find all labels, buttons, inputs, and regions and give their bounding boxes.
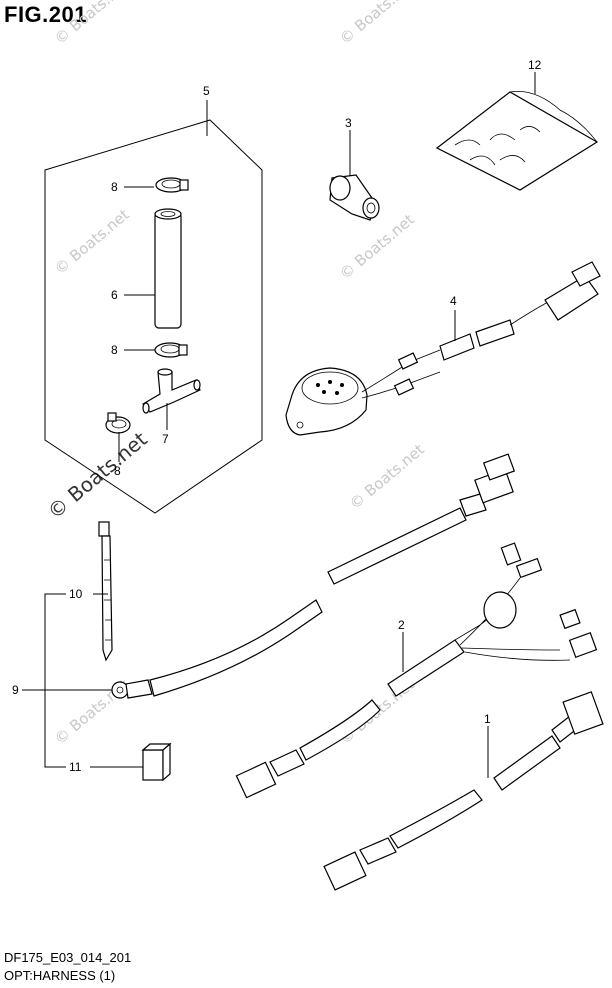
hose-6 — [154, 208, 182, 329]
callout-2: 2 — [398, 618, 405, 632]
callout-11: 11 — [69, 760, 82, 774]
watermark: © Boats.net — [346, 440, 428, 513]
clamp-8-top — [155, 177, 189, 193]
connector-cap-11 — [141, 742, 172, 782]
grommet-3 — [329, 174, 380, 221]
callout-1: 1 — [484, 712, 491, 726]
watermark: © Boats.net — [336, 0, 418, 48]
figure-name: OPT:HARNESS (1) — [4, 968, 116, 983]
t-joint-7 — [142, 368, 201, 414]
watermark: © Boats.net — [51, 0, 133, 48]
callout-12: 12 — [528, 58, 542, 72]
kit-outline — [44, 119, 263, 514]
callout-6: 6 — [111, 288, 118, 302]
clamp-8-middle — [154, 342, 188, 358]
watermark-group: © Boats.net © Boats.net © Boats.net © Bo… — [43, 0, 428, 748]
watermark-dark: © Boats.net — [43, 427, 152, 524]
callout-8-bottom: 8 — [114, 464, 121, 478]
figure-title: FIG.201 — [4, 2, 87, 27]
callout-5: 5 — [203, 84, 210, 98]
callout-7: 7 — [162, 432, 169, 446]
callout-9: 9 — [12, 683, 19, 697]
harness-1 — [323, 691, 604, 891]
callout-8-top: 8 — [111, 180, 118, 194]
cable-tie-10 — [98, 521, 113, 662]
ground-harness-9 — [111, 453, 516, 699]
parts-bag-12 — [435, 91, 599, 191]
callout-10: 10 — [69, 587, 83, 601]
clamp-8-bottom — [105, 412, 131, 434]
harness-2 — [235, 542, 598, 799]
callout-3: 3 — [345, 116, 352, 130]
bracket-line — [44, 593, 66, 768]
buzzer-harness-4 — [285, 261, 601, 436]
figure-code: DF175_E03_014_201 — [4, 950, 132, 965]
watermark: © Boats.net — [336, 210, 418, 283]
watermark: © Boats.net — [51, 205, 133, 278]
callout-8-middle: 8 — [111, 343, 118, 357]
callout-4: 4 — [450, 294, 457, 308]
